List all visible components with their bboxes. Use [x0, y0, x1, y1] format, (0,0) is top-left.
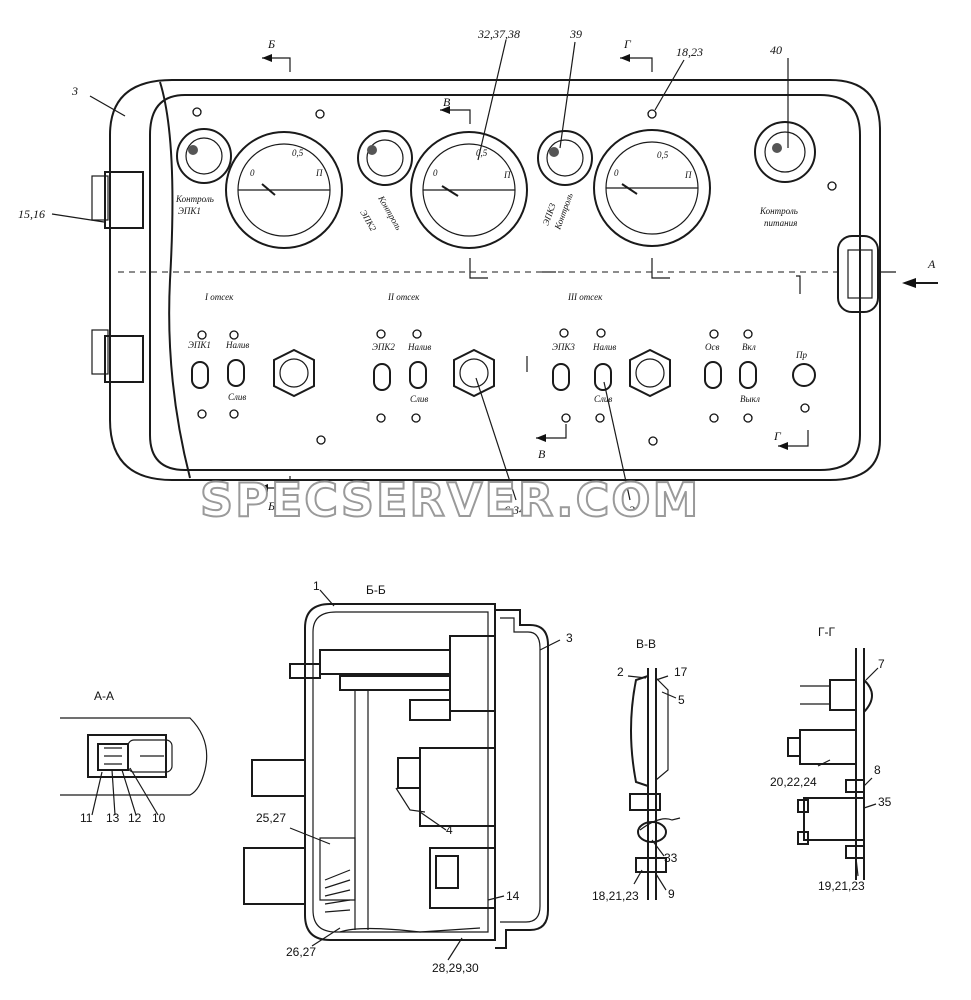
callout-leaders: [51, 39, 789, 501]
view-VV-label-17: 17: [674, 665, 688, 679]
view-BB: Б-Б 1 3 4 25,27 14: [243, 579, 573, 975]
view-AA-label-11: 11: [80, 811, 93, 825]
callout-15-16: 15,16: [18, 207, 45, 221]
gauge-1-zero: 0: [250, 168, 255, 178]
section-mark-G-top: Г: [623, 37, 632, 51]
view-GG-label-7: 7: [878, 657, 885, 671]
view-AA-label-12: 12: [128, 811, 142, 825]
callout-32-37-38: 32,37,38: [477, 27, 520, 41]
view-BB-label-26-27: 26,27: [286, 945, 316, 959]
section-cut-lines: [258, 54, 809, 492]
label-switch-sliv2: Слив: [410, 394, 428, 404]
gauge-2-half: 0,5: [476, 148, 488, 158]
indicator-lamp-epk2: [357, 130, 413, 186]
view-BB-title: Б-Б: [366, 583, 386, 597]
view-BB-label-14: 14: [506, 889, 520, 903]
main-panel-view: А: [18, 27, 938, 517]
view-GG-label-20-22-24: 20,22,24: [770, 775, 817, 789]
level-gauge-2: [410, 131, 528, 249]
view-GG: Г-Г 7 20,22,24 8 35 19,21,23: [770, 625, 892, 893]
view-VV: В-В 2 17 5 33 18,21,23 9: [592, 637, 688, 903]
cable-gland-1: [273, 348, 315, 398]
label-ctrl-epk3: Контроль: [552, 192, 575, 232]
callout-3: 3: [71, 84, 78, 98]
callout-39: 39: [569, 27, 582, 41]
label-switch-naliv1: Налив: [225, 340, 249, 350]
view-BB-label-28-29-30: 28,29,30: [432, 961, 479, 975]
view-AA: А-А 11 13 12 10: [60, 689, 208, 825]
section-mark-G-bottom: Г: [773, 429, 782, 443]
view-AA-label-10: 10: [152, 811, 166, 825]
view-VV-title: В-В: [636, 637, 656, 651]
cable-gland-3: [629, 348, 671, 398]
label-switch-sliv3: Слив: [594, 394, 612, 404]
gauge-1-full: П: [315, 168, 323, 178]
label-ctrl-epk2: Контроль: [376, 193, 404, 232]
indicator-lamp-power: [754, 121, 816, 183]
section-mark-B-top: Б: [267, 37, 275, 51]
view-BB-label-4: 4: [446, 823, 453, 837]
label-ctrl-power-a: Контроль: [759, 206, 798, 216]
toggle-group: [191, 359, 816, 391]
label-switch-naliv2: Налив: [407, 342, 431, 352]
section-mark-V-bottom: В: [538, 447, 546, 461]
view-VV-label-2: 2: [617, 665, 624, 679]
view-BB-label-3: 3: [566, 631, 573, 645]
label-compartment-2: II отсек: [387, 292, 420, 302]
label-compartment-1: I отсек: [204, 292, 234, 302]
label-ctrl-epk1-b: ЭПК1: [178, 206, 201, 216]
section-mark-B-bottom: Б: [267, 499, 275, 513]
label-compartment-3: III отсек: [567, 292, 603, 302]
callout-6-34: 6,34: [504, 503, 525, 517]
label-switch-epk2: ЭПК2: [372, 342, 395, 352]
callout-40: 40: [770, 43, 782, 57]
view-VV-label-5: 5: [678, 693, 685, 707]
label-switch-vykl: Выкл: [740, 394, 760, 404]
gauge-2-full: П: [503, 170, 511, 180]
view-VV-label-18-21-23: 18,21,23: [592, 889, 639, 903]
view-BB-label-1: 1: [313, 579, 320, 593]
label-switch-epk1: ЭПК1: [188, 340, 211, 350]
gauge-3-full: П: [684, 170, 692, 180]
view-AA-label-13: 13: [106, 811, 120, 825]
label-switch-epk3: ЭПК3: [552, 342, 575, 352]
section-mark-V-top: В: [443, 95, 451, 109]
watermark-text: SPECSERVER.COM: [200, 473, 700, 527]
gauge-3-zero: 0: [614, 168, 619, 178]
callout-18-23: 18,23: [676, 45, 703, 59]
gauge-2-zero: 0: [433, 168, 438, 178]
view-GG-label-35: 35: [878, 795, 892, 809]
level-gauge-3: [593, 129, 711, 247]
cable-gland-2: [453, 348, 495, 398]
view-GG-label-8: 8: [874, 763, 881, 777]
view-VV-label-9: 9: [668, 887, 675, 901]
label-switch-naliv3: Налив: [592, 342, 616, 352]
panel-screws: [192, 107, 837, 446]
label-epk2: ЭПК2: [358, 208, 378, 233]
label-ctrl-epk1-a: Контроль: [175, 194, 214, 204]
gauge-3-half: 0,5: [657, 150, 669, 160]
label-switch-sliv1: Слив: [228, 392, 246, 402]
view-AA-title: А-А: [94, 689, 114, 703]
view-BB-label-25-27: 25,27: [256, 811, 286, 825]
callout-9-36: 9,36: [620, 503, 641, 517]
view-GG-label-19-21-23: 19,21,23: [818, 879, 865, 893]
view-VV-label-33: 33: [664, 851, 678, 865]
callout-A: А: [927, 257, 936, 271]
label-switch-vkl: Вкл: [742, 342, 756, 352]
level-gauge-1: [225, 131, 343, 249]
view-GG-title: Г-Г: [818, 625, 835, 639]
indicator-lamp-epk3: [537, 130, 593, 186]
label-switch-osv: Осв: [705, 342, 719, 352]
gauge-1-half: 0,5: [292, 148, 304, 158]
label-switch-pr: Пр: [795, 350, 807, 360]
indicator-lamp-epk1: [176, 128, 232, 184]
label-ctrl-power-b: питания: [764, 218, 797, 228]
